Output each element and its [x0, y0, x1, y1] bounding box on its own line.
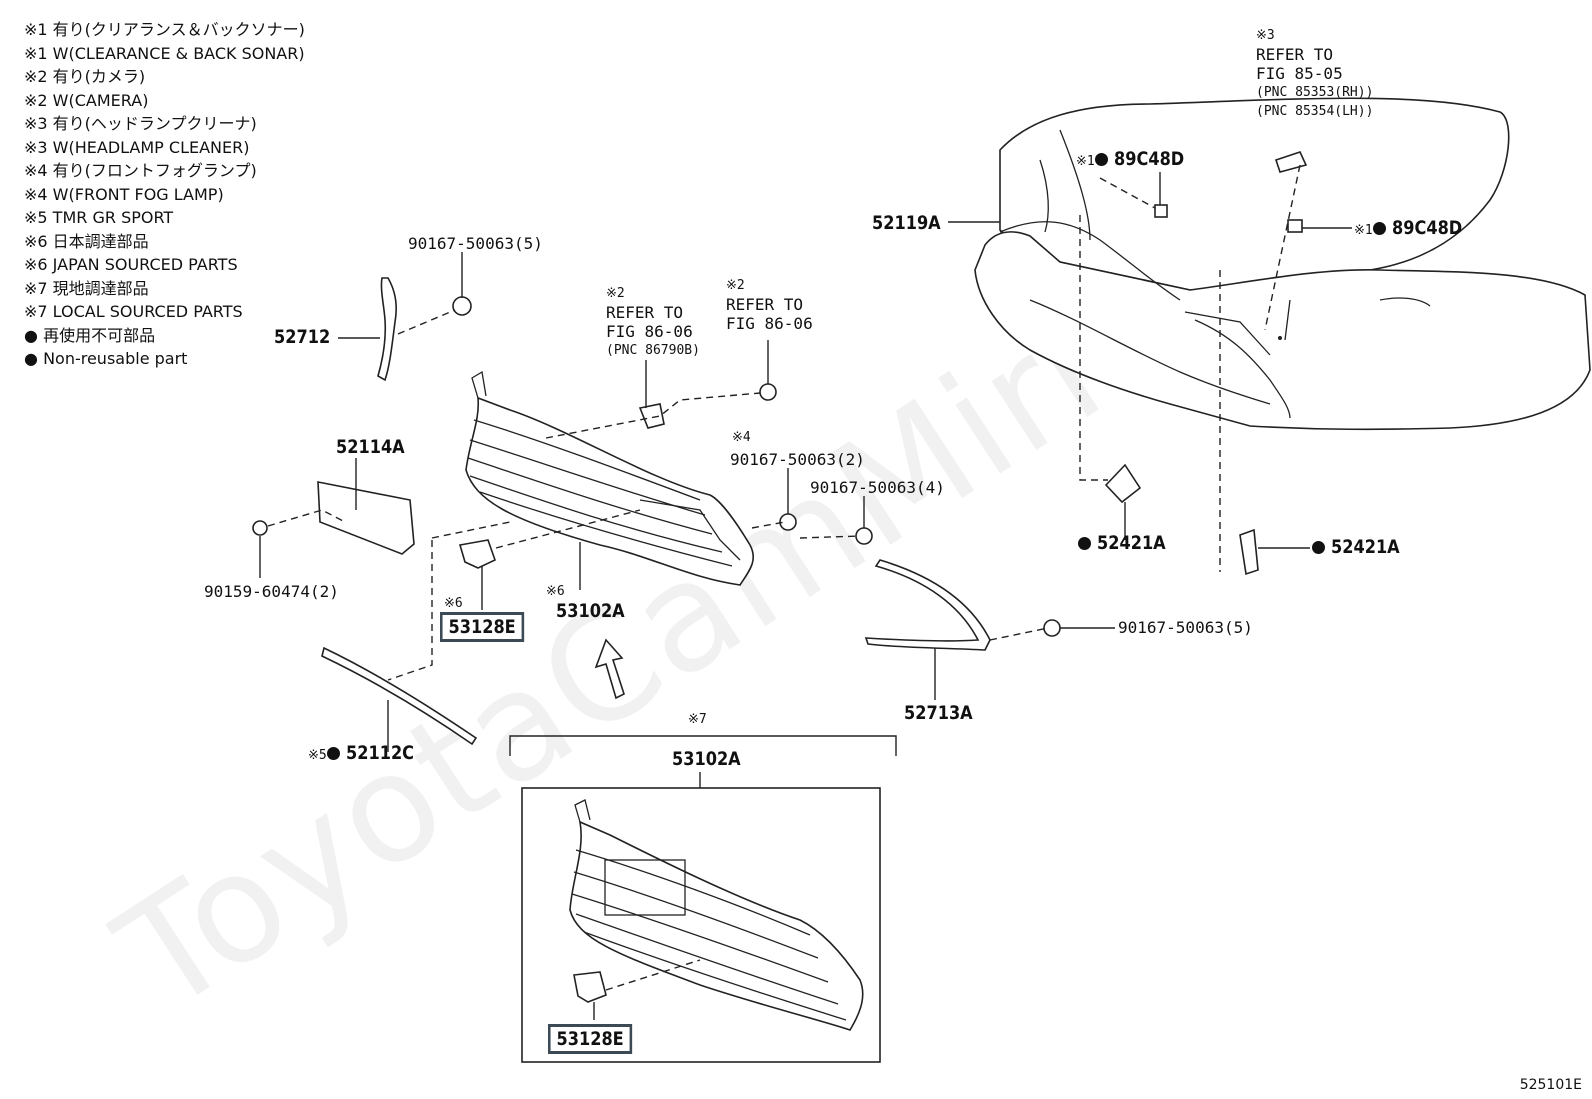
- reference-mark: ※2: [726, 278, 745, 293]
- reference-line: REFER TO: [606, 303, 684, 322]
- view-direction-arrow: [594, 638, 625, 700]
- reference-block-86-06-a: ※2 REFER TO FIG 86-06 (PNC 86790B): [606, 284, 700, 360]
- assembly-lines: [267, 164, 1301, 991]
- label-90167-50063-5-right: 90167-50063(5): [1118, 618, 1253, 637]
- reference-pnc: (PNC 85354(LH)): [1256, 104, 1374, 119]
- non-reusable-dot-icon: [1372, 222, 1386, 235]
- label-52112C-block: ※5 52112C: [308, 742, 426, 764]
- label-53102A: 53102A: [556, 600, 625, 622]
- label-53128E-highlighted: 53128E: [440, 612, 525, 642]
- reference-line: REFER TO: [726, 295, 804, 314]
- grille-alt-shape: [569, 799, 864, 1031]
- plate-52114A-shape: [317, 481, 415, 555]
- reference-block-86-06-b: ※2 REFER TO FIG 86-06: [726, 276, 813, 333]
- legend-row: ※4 有り(フロントフォグランプ): [24, 161, 257, 180]
- label-90159-60474-2: 90159-60474(2): [204, 582, 339, 601]
- label-52421A-b: 52421A: [1331, 536, 1400, 558]
- label-52119A: 52119A: [872, 212, 941, 234]
- bracket-52421A-left-shape: [1104, 463, 1142, 504]
- label-mark-1: ※1: [1076, 154, 1095, 169]
- label-mark-1: ※1: [1354, 223, 1373, 238]
- label-mark-7: ※7: [688, 712, 707, 727]
- diagram-code: 525101E: [1519, 1077, 1582, 1093]
- clip-89C48D-a-shape: [1154, 204, 1168, 218]
- non-reusable-dot-icon: [1094, 153, 1108, 166]
- label-52112C: 52112C: [345, 742, 414, 764]
- reference-mark: ※2: [606, 286, 625, 301]
- reference-pnc: (PNC 85353(RH)): [1256, 85, 1374, 100]
- reference-line: FIG 86-06: [726, 314, 813, 333]
- legend-row: ● Non-reusable part: [24, 349, 188, 368]
- legend: ※1 有り(クリアランス＆バックソナー) ※1 W(CLEARANCE & BA…: [24, 18, 305, 371]
- label-52713A: 52713A: [904, 702, 973, 724]
- label-89C48D-a-block: ※1 89C48D: [1076, 148, 1196, 170]
- label-53102A-local: 53102A: [672, 748, 741, 770]
- legend-row: ※7 LOCAL SOURCED PARTS: [24, 302, 243, 321]
- legend-row: ※7 現地調達部品: [24, 278, 149, 298]
- label-52421A-a: 52421A: [1097, 532, 1166, 554]
- legend-row: ※4 W(FRONT FOG LAMP): [24, 184, 224, 204]
- reference-line: REFER TO: [1256, 45, 1334, 64]
- label-90167-50063-2: 90167-50063(2): [730, 450, 865, 469]
- label-53128E-local-highlighted: 53128E: [548, 1024, 633, 1054]
- label-52114A: 52114A: [336, 436, 405, 458]
- label-89C48D-b: 89C48D: [1391, 217, 1462, 239]
- legend-row: ※1 W(CLEARANCE & BACK SONAR): [24, 43, 305, 63]
- non-reusable-dot-icon: [326, 747, 340, 760]
- reference-pnc: (PNC 86790B): [606, 343, 700, 358]
- label-52421A-b-block: 52421A: [1312, 536, 1412, 558]
- reference-line: FIG 85-05: [1256, 64, 1343, 83]
- grille-shape: [465, 370, 755, 586]
- label-mark-4: ※4: [732, 430, 751, 445]
- headlamp-cleaner-cover-shape: [1274, 151, 1308, 173]
- legend-row: ※1 有り(クリアランス＆バックソナー): [24, 20, 305, 39]
- reference-mark: ※3: [1256, 28, 1275, 43]
- non-reusable-dot-icon: [1312, 541, 1325, 554]
- legend-row: ※3 有り(ヘッドランプクリーナ): [24, 114, 257, 133]
- leader-lines: [259, 172, 1352, 1020]
- label-mark-6: ※6: [546, 584, 565, 599]
- label-90167-50063-5-top: 90167-50063(5): [408, 234, 543, 253]
- fasteners: [252, 296, 1061, 637]
- label-mark-5: ※5: [308, 748, 327, 763]
- non-reusable-dot-icon: [1078, 537, 1091, 550]
- legend-row: ● 再使用不可部品: [24, 325, 156, 345]
- group-inner-box: [521, 787, 881, 1063]
- legend-row: ※3 W(HEADLAMP CLEANER): [24, 137, 250, 157]
- bracket-52712-shape: [377, 277, 397, 382]
- label-90167-50063-4: 90167-50063(4): [810, 478, 945, 497]
- label-52421A-a-block: 52421A: [1078, 532, 1178, 554]
- label-52712: 52712: [274, 326, 331, 348]
- legend-row: ※2 有り(カメラ): [24, 67, 146, 86]
- molding-52713A-shape: [864, 559, 991, 651]
- bracket-52421A-right-shape: [1239, 528, 1259, 576]
- legend-row: ※6 JAPAN SOURCED PARTS: [24, 255, 238, 274]
- clip-89C48D-b-shape: [1287, 219, 1303, 233]
- legend-row: ※2 W(CAMERA): [24, 90, 149, 110]
- bracket-53128E-shape: [458, 539, 496, 569]
- label-89C48D-a: 89C48D: [1113, 148, 1184, 170]
- reference-line: FIG 86-06: [606, 322, 693, 341]
- strip-52112C-shape: [321, 646, 478, 746]
- bracket-53128E-alt-shape: [573, 971, 607, 1003]
- bumper-cover-shape: [974, 97, 1591, 431]
- legend-row: ※5 TMR GR SPORT: [24, 208, 174, 227]
- group-bracket: [509, 735, 897, 756]
- label-mark-6: ※6: [444, 596, 463, 611]
- legend-row: ※6 日本調達部品: [24, 231, 149, 251]
- reference-block-85-05: ※3 REFER TO FIG 85-05 (PNC 85353(RH)) (P…: [1256, 26, 1373, 121]
- label-89C48D-b-block: ※1 89C48D: [1354, 217, 1474, 239]
